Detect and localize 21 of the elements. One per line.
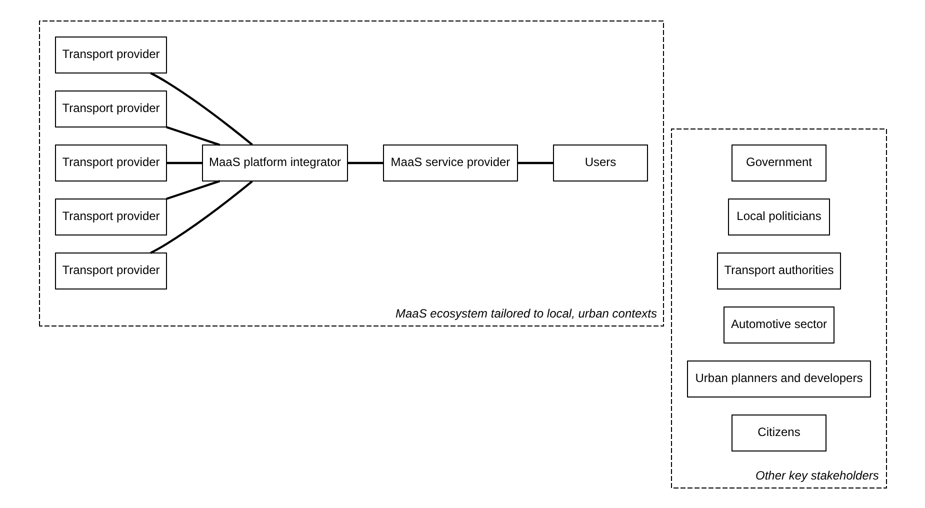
node-box: Urban planners and developers (686, 360, 870, 397)
connector (347, 161, 383, 164)
node-box: Transport provider (54, 252, 166, 289)
node-box: Users (552, 144, 648, 181)
node-box: MaaS platform integrator (202, 144, 348, 181)
node-box: Transport provider (54, 144, 166, 181)
node-box: Transport provider (54, 90, 166, 127)
node-box: Transport authorities (716, 252, 840, 289)
connector (166, 180, 220, 200)
node-box: Government (731, 144, 826, 181)
connector (517, 161, 553, 164)
node-box: Transport provider (54, 198, 166, 235)
node-box: Local politicians (728, 198, 830, 235)
connector (150, 72, 252, 146)
connector (166, 161, 202, 164)
connector (166, 126, 220, 146)
node-box: Citizens (731, 414, 826, 451)
node-box: MaaS service provider (382, 144, 518, 181)
connector (150, 180, 252, 254)
node-box: Automotive sector (723, 306, 834, 343)
node-box: Transport provider (54, 36, 166, 73)
